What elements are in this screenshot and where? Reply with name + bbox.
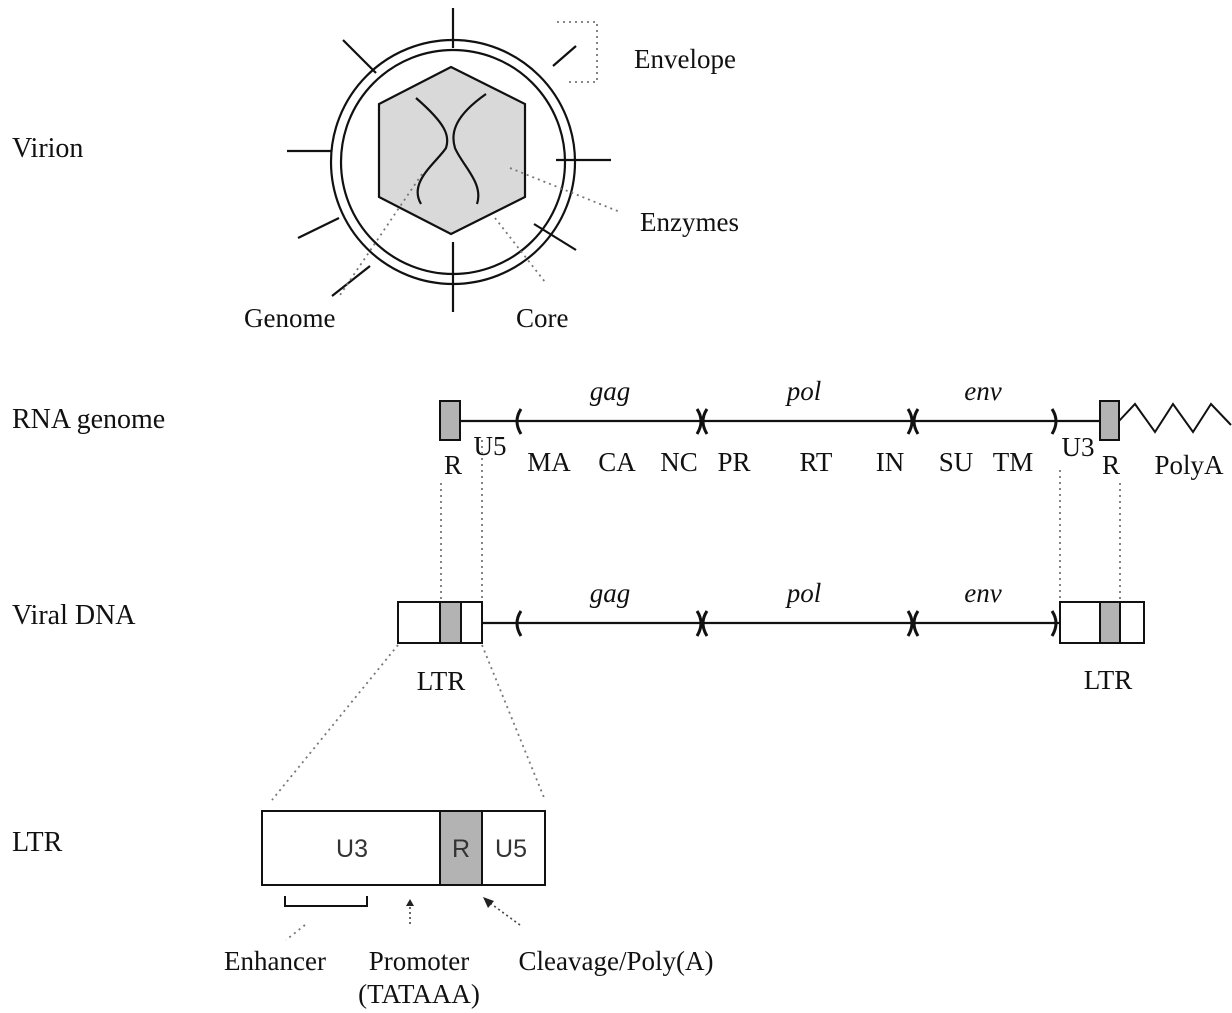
rna-gene-gag: gag [590, 376, 631, 406]
polya-label: PolyA [1154, 450, 1224, 480]
promoter-arrow-head [406, 899, 414, 906]
protein-in: IN [876, 447, 905, 477]
dna-left-ltr-label: LTR [417, 666, 466, 696]
rna-u5-label: U5 [474, 431, 507, 461]
dna-right-ltr-r [1100, 602, 1120, 643]
row-label-viral-dna: Viral DNA [12, 600, 136, 631]
row-label-virion: Virion [12, 133, 83, 164]
enhancer-bracket [285, 896, 367, 906]
virion-illustration: Envelope Enzymes Genome Core [244, 8, 739, 333]
protein-tm: TM [993, 447, 1034, 477]
rna-right-r-label: R [1102, 450, 1120, 480]
dna-gene-env: env [964, 578, 1001, 608]
ltr-u3-label: U3 [336, 835, 368, 863]
rna-left-r-label: R [444, 450, 462, 480]
ltr-r-label: R [452, 835, 470, 863]
rna-u3-label: U3 [1062, 432, 1095, 462]
cleavage-arrow-head [483, 897, 494, 908]
enzymes-label: Enzymes [640, 207, 739, 237]
enhancer-leader [286, 925, 305, 940]
genome-label: Genome [244, 303, 335, 333]
dna-gene-pol: pol [785, 578, 822, 608]
core-hexagon [379, 67, 525, 234]
core-label: Core [516, 303, 569, 333]
protein-rt: RT [800, 447, 833, 477]
rna-left-r-box [440, 401, 460, 440]
ltr-u5-label: U5 [495, 835, 527, 863]
rna-gene-env: env [964, 376, 1001, 406]
dna-right-ltr-label: LTR [1084, 665, 1133, 695]
rna-right-r-box [1100, 401, 1119, 440]
dna-left-ltr-r [440, 602, 461, 643]
promoter-label: Promoter [369, 946, 470, 976]
polya-tail [1119, 404, 1231, 432]
ltr-detail: U3 R U5 Enhancer Promoter (TATAAA) Cleav… [224, 811, 713, 1009]
dna-gene-gag: gag [590, 578, 631, 608]
protein-nc: NC [660, 447, 698, 477]
rna-gene-pol: pol [785, 376, 822, 406]
enhancer-label: Enhancer [224, 946, 326, 976]
viral-dna-map: gag pol env LTR LTR [398, 578, 1144, 696]
rna-genome-map: gag pol env R U5 U3 R PolyA MA CA NC PR … [440, 376, 1231, 480]
tataaa-label: (TATAAA) [358, 979, 480, 1009]
protein-pr: PR [717, 447, 750, 477]
row-label-rna-genome: RNA genome [12, 404, 165, 435]
protein-su: SU [939, 447, 974, 477]
protein-ma: MA [527, 447, 571, 477]
envelope-label: Envelope [634, 44, 736, 74]
row-label-ltr: LTR [12, 827, 63, 858]
cleavage-arrow-shaft [490, 903, 520, 925]
protein-ca: CA [598, 447, 636, 477]
ltr-zoom-connectors [272, 645, 545, 800]
envelope-leader [557, 22, 597, 82]
cleavage-label: Cleavage/Poly(A) [519, 946, 714, 976]
